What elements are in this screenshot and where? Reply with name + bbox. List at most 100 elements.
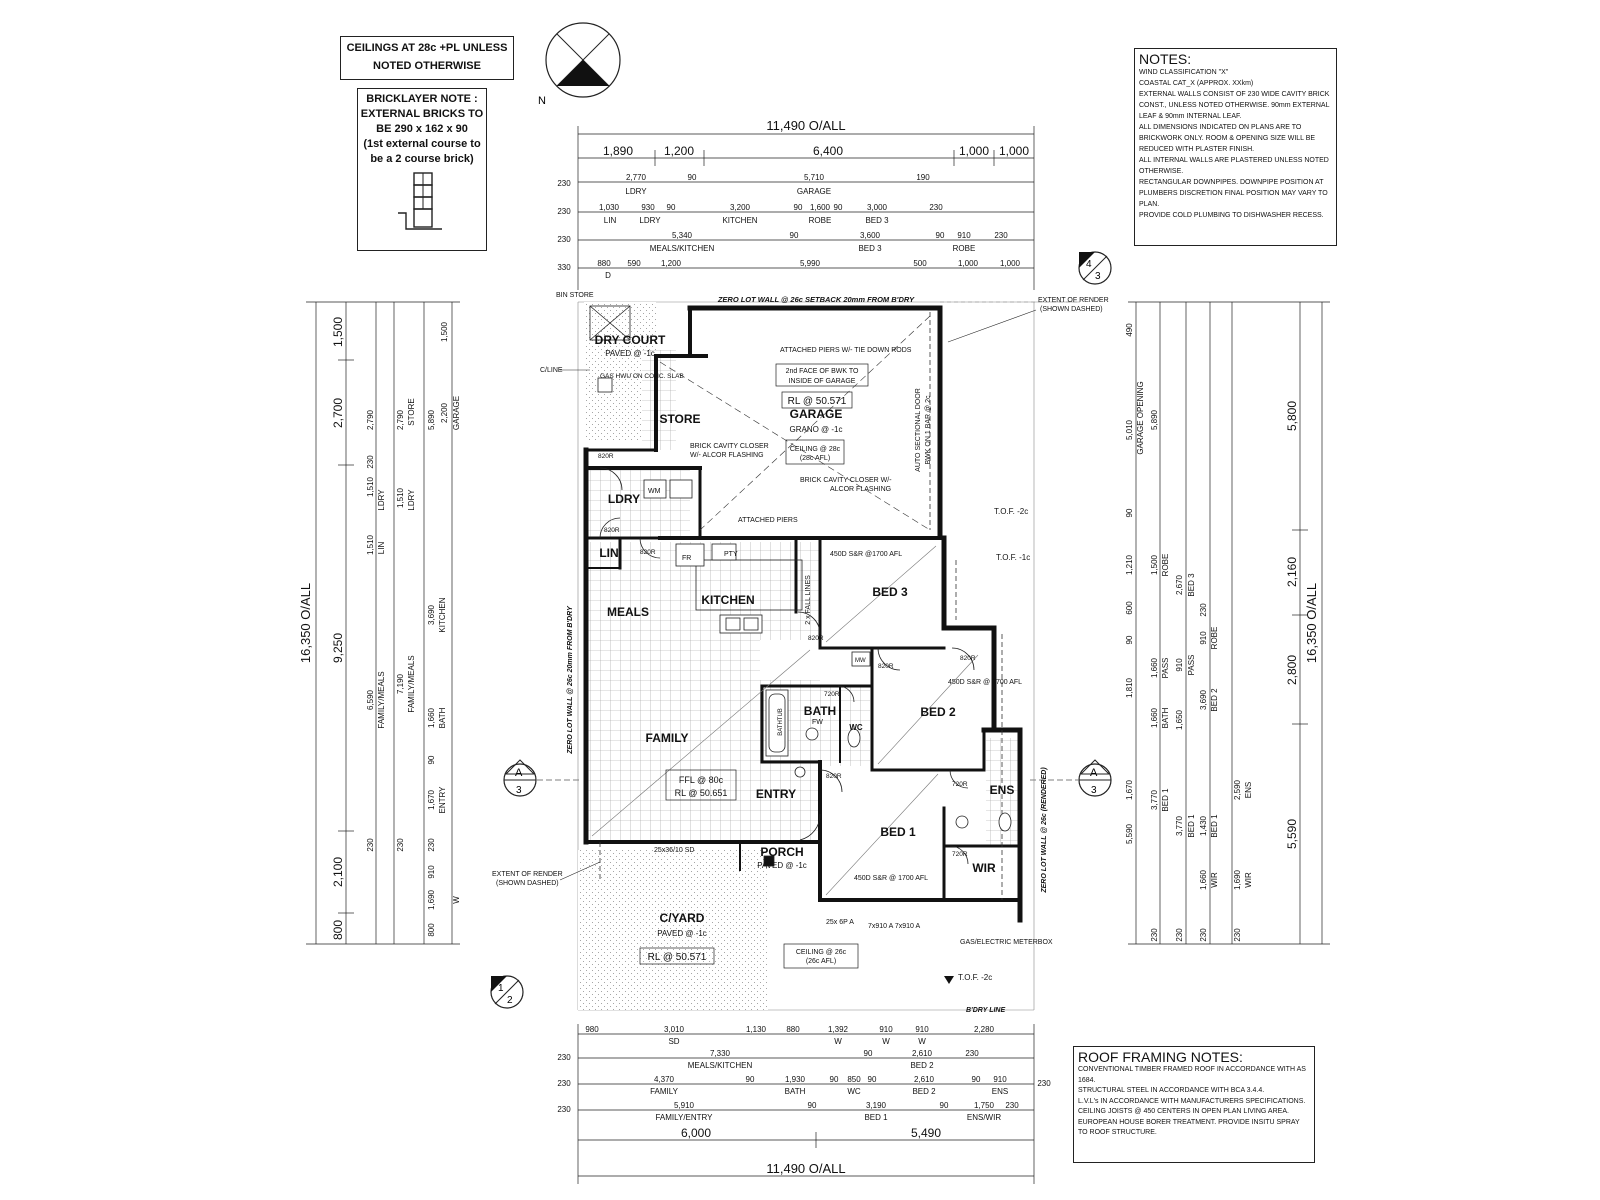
- dim-label: 1,392: [828, 1025, 849, 1034]
- tof-1c-label: T.O.F. -1c: [996, 553, 1030, 562]
- dim-label: 2,200: [440, 402, 449, 423]
- dim-label: 910: [957, 231, 971, 240]
- section-marker-letter: A: [515, 767, 523, 779]
- north-arrow: N: [538, 22, 621, 107]
- door-swing: [599, 517, 621, 539]
- door-size-label: 720R: [824, 691, 840, 698]
- meterbox-label: GAS/ELECTRIC METERBOX: [960, 939, 1053, 946]
- dim-label: 1,670: [427, 789, 436, 810]
- dim-label: 6,000: [681, 1126, 711, 1140]
- ceilings-note-line: CEILINGS AT 28c +PL UNLESS: [346, 42, 508, 54]
- section-marker-number: 3: [516, 785, 522, 796]
- closer-label-2a: BRICK CAVITY CLOSER W/-: [800, 477, 892, 484]
- dim-label: 1,600: [810, 203, 831, 212]
- dim-label: 1,510: [366, 476, 375, 497]
- dim-label: 230: [366, 838, 375, 852]
- elevation-marker-top-num: 4: [1086, 259, 1092, 270]
- dim-room-label: WIR: [1210, 872, 1219, 888]
- dim-label: 850: [847, 1075, 861, 1084]
- door-size-label: 820R: [808, 635, 824, 642]
- dim-label: 2,790: [366, 409, 375, 430]
- section-marker-right: A 3: [1030, 759, 1112, 797]
- room-label-kitchen: KITCHEN: [701, 593, 754, 607]
- dim-room-label: BED 1: [864, 1113, 888, 1122]
- dim-label: 3,770: [1150, 789, 1159, 810]
- dim-label: 3,690: [427, 604, 436, 625]
- ceiling-garage-2: (28c AFL): [800, 455, 830, 462]
- dim-label: 5,890: [1150, 409, 1159, 430]
- dim-label: 2,610: [912, 1049, 933, 1058]
- dim-label: 5,590: [1285, 819, 1299, 849]
- dim-room-label: PASS: [1161, 658, 1170, 679]
- sink-bowl-icon: [725, 617, 741, 631]
- dim-label: 230: [396, 838, 405, 852]
- dim-label: 230: [427, 838, 436, 852]
- closer-label-2b: ALCOR FLASHING: [830, 486, 891, 493]
- zero-lot-left: ZERO LOT WALL @ 26c 20mm FROM B'DRY: [567, 605, 574, 755]
- tof-2c-label: T.O.F. -2c: [994, 507, 1028, 516]
- windows-label: 7x910 A 7x910 A: [868, 923, 920, 930]
- door-size-label: 820R: [598, 453, 614, 460]
- dim-label: 90: [427, 755, 436, 764]
- dim-label: 230: [557, 1105, 571, 1114]
- dim-label: 910: [879, 1025, 893, 1034]
- dim-label: 3,600: [860, 231, 881, 240]
- dim-room-label: ENS: [992, 1087, 1008, 1096]
- fr-label: FR: [682, 555, 691, 562]
- dim-label: 930: [641, 203, 655, 212]
- general-note-item: PROVIDE COLD PLUMBING TO DISHWASHER RECE…: [1139, 212, 1324, 219]
- room-label-dry-court: DRY COURT: [595, 333, 666, 347]
- dim-label: 1,200: [661, 259, 682, 268]
- dim-label: 230: [994, 231, 1008, 240]
- wm-label: WM: [648, 488, 661, 495]
- bathtub-inner-icon: [768, 693, 786, 753]
- dim-label: 1,690: [1233, 869, 1242, 890]
- sr-bed3-label: 450D S&R @1700 AFL: [830, 551, 902, 558]
- dim-label: 90: [834, 203, 843, 212]
- room-label-cyard: C/YARD: [660, 911, 705, 925]
- dim-label: 230: [557, 1053, 571, 1062]
- dim-label: 3,190: [866, 1101, 887, 1110]
- dim-label: 90: [688, 173, 697, 182]
- door-size-label: 820R: [640, 549, 656, 556]
- door-size-label: 820R: [604, 527, 620, 534]
- dim-room-label: ENTRY: [438, 786, 447, 814]
- dim-room-label: FAMILY: [650, 1087, 679, 1096]
- piers-top-label: ATTACHED PIERS W/- TIE DOWN RODS: [780, 347, 912, 354]
- dim-label: 2,610: [914, 1075, 935, 1084]
- dim-label: 1,200: [664, 144, 694, 158]
- door-swing: [951, 647, 975, 671]
- dim-room-label: BED 1: [1161, 788, 1170, 812]
- dim-label: 90: [972, 1075, 981, 1084]
- dim-room-label: BED 1: [1210, 814, 1219, 838]
- bricklayer-note-line: BRICKLAYER NOTE :: [366, 93, 478, 105]
- gas-hwu-label: GAS HWU ON CONC. SLAB: [600, 373, 684, 380]
- dim-label: 1,030: [599, 203, 620, 212]
- dim-room-label: LDRY: [407, 489, 416, 511]
- dim-label: 230: [557, 235, 571, 244]
- room-label-porch: PORCH: [760, 845, 803, 859]
- fridge-recess-icon: [675, 543, 705, 567]
- elevation-marker-top: 4 3: [1078, 251, 1112, 285]
- bottom-dim-text: 980 3,010 1,130 880 1,392 910 910 2,280 …: [557, 1025, 1051, 1176]
- right-dim-text: 16,350 O/ALL 5,800 2,160 2,800 5,590 490…: [1125, 323, 1319, 942]
- dim-label: 9,250: [331, 633, 345, 663]
- doors: [599, 467, 975, 865]
- piers-low-label: ATTACHED PIERS: [738, 517, 798, 524]
- door-swing: [797, 611, 821, 635]
- bin-store-icon: [589, 305, 631, 341]
- dim-label: 230: [1005, 1101, 1019, 1110]
- basin-icon: [805, 727, 819, 741]
- dim-label: 90: [1125, 635, 1134, 644]
- roof-note-item: EUROPEAN HOUSE BORER TREATMENT. PROVIDE …: [1078, 1118, 1300, 1137]
- dim-label: 5,590: [1125, 823, 1134, 844]
- dim-room-label: ROBE: [809, 216, 832, 225]
- dim-label: 5,800: [1285, 401, 1299, 431]
- dim-room-label: MEALS/KITCHEN: [688, 1061, 753, 1070]
- dim-label: 1,210: [1125, 554, 1134, 575]
- room-sub-garage: GRANO @ -1c: [789, 425, 842, 434]
- dim-label: 880: [786, 1025, 800, 1034]
- room-label-family: FAMILY: [646, 731, 689, 745]
- general-note-item: RECTANGULAR DOWNPIPES. DOWNPIPE POSITION…: [1139, 179, 1328, 208]
